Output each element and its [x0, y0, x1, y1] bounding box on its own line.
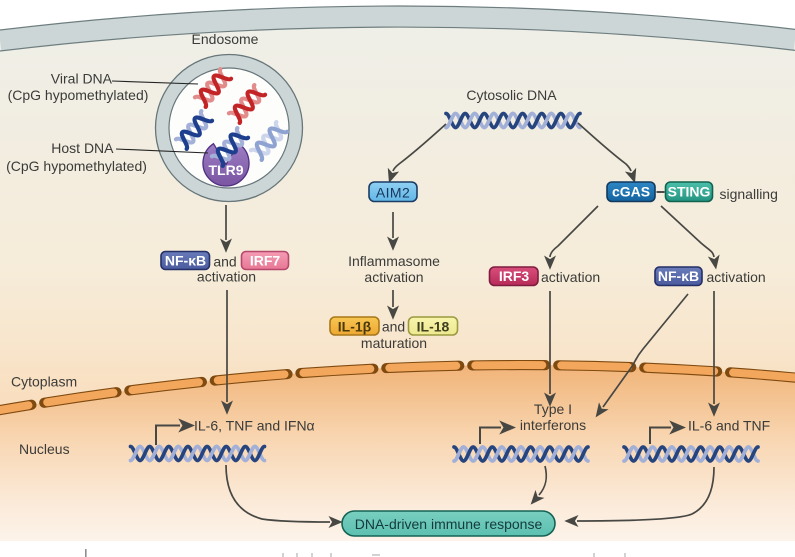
svg-text:signalling: signalling	[720, 186, 778, 202]
svg-text:maturation: maturation	[361, 335, 427, 351]
svg-text:DNA-driven immune response: DNA-driven immune response	[355, 516, 543, 532]
svg-text:IL-1β: IL-1β	[338, 319, 372, 335]
svg-text:Type I: Type I	[534, 401, 572, 417]
svg-text:IL-18: IL-18	[417, 319, 450, 335]
svg-text:NF-κB: NF-κB	[165, 253, 206, 269]
svg-text:IL-6 and TNF: IL-6 and TNF	[688, 418, 770, 434]
svg-text:TLR9: TLR9	[209, 162, 244, 178]
svg-text:IRF3: IRF3	[499, 268, 530, 284]
svg-text:cGAS: cGAS	[612, 184, 650, 200]
svg-text:IL-6, TNF and IFNα: IL-6, TNF and IFNα	[194, 418, 315, 434]
svg-text:and: and	[382, 319, 405, 335]
svg-text:IRF7: IRF7	[250, 253, 281, 269]
svg-text:Cytoplasm: Cytoplasm	[11, 374, 77, 390]
svg-text:AIM2: AIM2	[376, 185, 410, 201]
svg-text:Viral DNA: Viral DNA	[51, 71, 113, 87]
svg-text:Endosome: Endosome	[192, 31, 259, 47]
svg-text:STING: STING	[668, 184, 711, 200]
svg-text:(CpG hypomethylated): (CpG hypomethylated)	[8, 87, 149, 103]
svg-text:NF-κB: NF-κB	[658, 268, 699, 284]
svg-text:Host DNA: Host DNA	[51, 140, 114, 156]
svg-text:and: and	[213, 254, 236, 270]
svg-text:activation: activation	[197, 269, 256, 285]
svg-text:(CpG hypomethylated): (CpG hypomethylated)	[6, 158, 147, 174]
svg-text:Cytosolic DNA: Cytosolic DNA	[466, 87, 557, 103]
svg-text:Inflammasome: Inflammasome	[348, 253, 440, 269]
svg-text:activation: activation	[707, 269, 766, 285]
svg-text:interferons: interferons	[520, 417, 586, 433]
svg-text:activation: activation	[541, 269, 600, 285]
svg-text:Nucleus: Nucleus	[19, 441, 70, 457]
svg-text:activation: activation	[364, 269, 423, 285]
